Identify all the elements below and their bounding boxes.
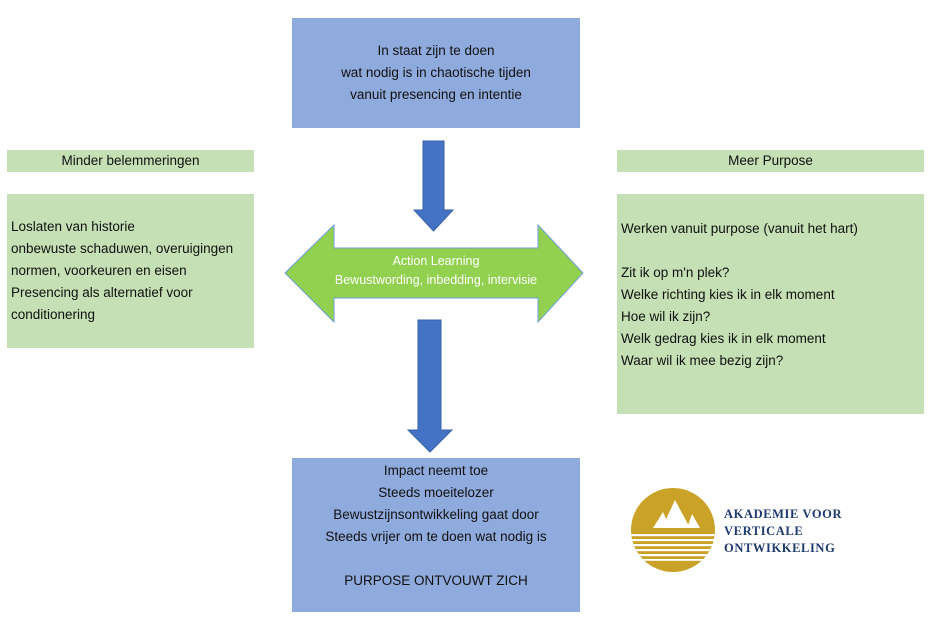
top-box: In staat zijn te doen wat nodig is in ch… — [292, 18, 580, 128]
right-panel-line: Zit ik op m'n plek? — [621, 265, 730, 280]
top-box-line: vanuit presencing en intentie — [350, 87, 522, 102]
logo-wordmark: AKADEMIE VOOR VERTICALE ONTWIKKELING — [724, 506, 842, 557]
left-panel-line: normen, voorkeuren en eisen — [11, 263, 187, 278]
left-panel-line: Presencing als alternatief voor — [11, 285, 193, 300]
right-panel-header: Meer Purpose — [617, 150, 924, 172]
double-arrow-action-learning — [284, 223, 584, 324]
bottom-box-line: Steeds moeitelozer — [378, 485, 494, 500]
left-panel-line: conditionering — [11, 307, 96, 322]
logo-line: AKADEMIE VOOR — [724, 507, 843, 521]
down-arrow-bottom — [406, 319, 454, 453]
right-panel-line — [621, 240, 924, 262]
left-panel-header: Minder belemmeringen — [7, 150, 254, 172]
right-panel-line: Werken vanuit purpose (vanuit het hart) — [621, 221, 858, 236]
right-panel-body: Werken vanuit purpose (vanuit het hart) … — [617, 194, 924, 414]
action-learning-title: Action Learning — [392, 254, 480, 268]
action-learning-subtitle: Bewustwording, inbedding, intervisie — [334, 273, 538, 287]
bottom-box: Impact neemt toe Steeds moeitelozer Bewu… — [292, 458, 580, 612]
logo-line: VERTICALE — [724, 524, 804, 538]
bottom-box-line: Steeds vrijer om te doen wat nodig is — [325, 529, 547, 544]
action-learning-label: Action Learning Bewustwording, inbedding… — [334, 252, 538, 290]
logo-line: ONTWIKKELING — [724, 541, 836, 555]
right-panel-line: Welk gedrag kies ik in elk moment — [621, 331, 826, 346]
bottom-box-line: Bewustzijnsontwikkeling gaat door — [333, 507, 539, 522]
bottom-box-line: PURPOSE ONTVOUWT ZICH — [344, 573, 528, 588]
bottom-box-line: Impact neemt toe — [383, 463, 489, 478]
logo-icon — [631, 488, 715, 572]
right-panel-line: Waar wil ik mee bezig zijn? — [621, 353, 784, 368]
left-panel-line: Loslaten van historie — [11, 219, 135, 234]
right-panel-header-text: Meer Purpose — [728, 153, 813, 168]
left-panel-body: Loslaten van historie onbewuste schaduwe… — [7, 194, 254, 348]
right-panel-line: Welke richting kies ik in elk moment — [621, 287, 835, 302]
top-box-line: wat nodig is in chaotische tijden — [341, 65, 531, 80]
left-panel-header-text: Minder belemmeringen — [61, 153, 200, 168]
top-box-line: In staat zijn te doen — [377, 43, 495, 58]
left-panel-line: onbewuste schaduwen, overuigingen — [11, 241, 234, 256]
right-panel-line: Hoe wil ik zijn? — [621, 309, 711, 324]
down-arrow-top — [412, 140, 455, 232]
